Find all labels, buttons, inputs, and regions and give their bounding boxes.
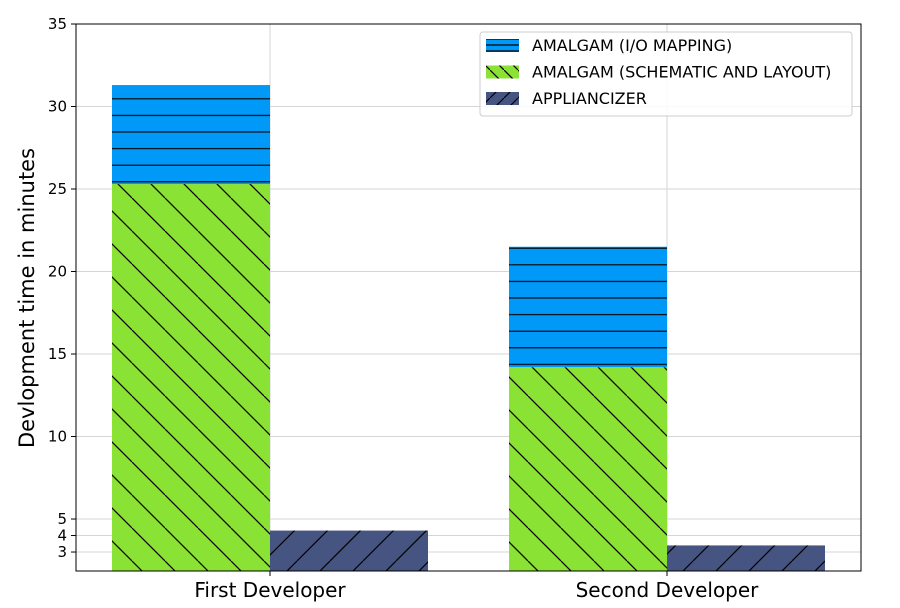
- bar-segment-hatch: [112, 85, 270, 185]
- y-tick-label: 25: [48, 180, 67, 198]
- bar-amalgam-0-1: [509, 367, 667, 571]
- y-tick-label: 30: [48, 98, 67, 116]
- bar-segment-hatch: [509, 246, 667, 368]
- y-tick-label: 35: [48, 15, 67, 33]
- bar-appliancizer-2-1: [667, 545, 825, 571]
- legend-swatch-hatch: [486, 92, 519, 105]
- legend-item: APPLIANCIZER: [486, 89, 647, 108]
- plot-frame: [75, 23, 862, 572]
- bar-appliancizer-2-0: [270, 530, 428, 571]
- y-tick-label: 20: [48, 263, 67, 281]
- y-tick-label: 15: [48, 345, 67, 363]
- legend-swatch-hatch: [486, 39, 519, 52]
- bar-segment-hatch: [509, 367, 667, 571]
- legend-label: AMALGAM (SCHEMATIC AND LAYOUT): [532, 63, 831, 82]
- legend-swatch-hatch: [486, 65, 519, 79]
- bar-amalgam-1-0: [112, 85, 270, 185]
- bars: [112, 85, 825, 571]
- y-axis-label: Devlopment time in minutes: [15, 148, 39, 448]
- legend: AMALGAM (I/O MAPPING) AMALGAM (SCHEMATIC …: [479, 31, 853, 117]
- legend-item: AMALGAM (I/O MAPPING): [486, 36, 732, 55]
- bar-amalgam-1-1: [509, 246, 667, 368]
- bar-segment-hatch: [270, 530, 428, 571]
- bar-segment-hatch: [112, 184, 270, 571]
- y-tick-label: 10: [48, 428, 67, 446]
- y-tick-label: 4: [57, 527, 67, 545]
- bar-amalgam-0-0: [112, 184, 270, 571]
- x-tick-label: Second Developer: [576, 578, 760, 602]
- legend-label: AMALGAM (I/O MAPPING): [532, 36, 732, 55]
- y-tick-label: 5: [57, 510, 67, 528]
- legend-frame: [479, 31, 853, 117]
- y-axis-ticks: 345 10 15 20 25 30 35: [48, 15, 76, 561]
- y-tick-label: 3: [57, 543, 67, 561]
- bar-segment-hatch: [667, 545, 825, 571]
- x-tick-label: First Developer: [194, 578, 346, 602]
- legend-item: AMALGAM (SCHEMATIC AND LAYOUT): [486, 63, 831, 82]
- legend-label: APPLIANCIZER: [532, 89, 647, 108]
- x-axis-ticks: First Developer Second Developer: [194, 571, 759, 602]
